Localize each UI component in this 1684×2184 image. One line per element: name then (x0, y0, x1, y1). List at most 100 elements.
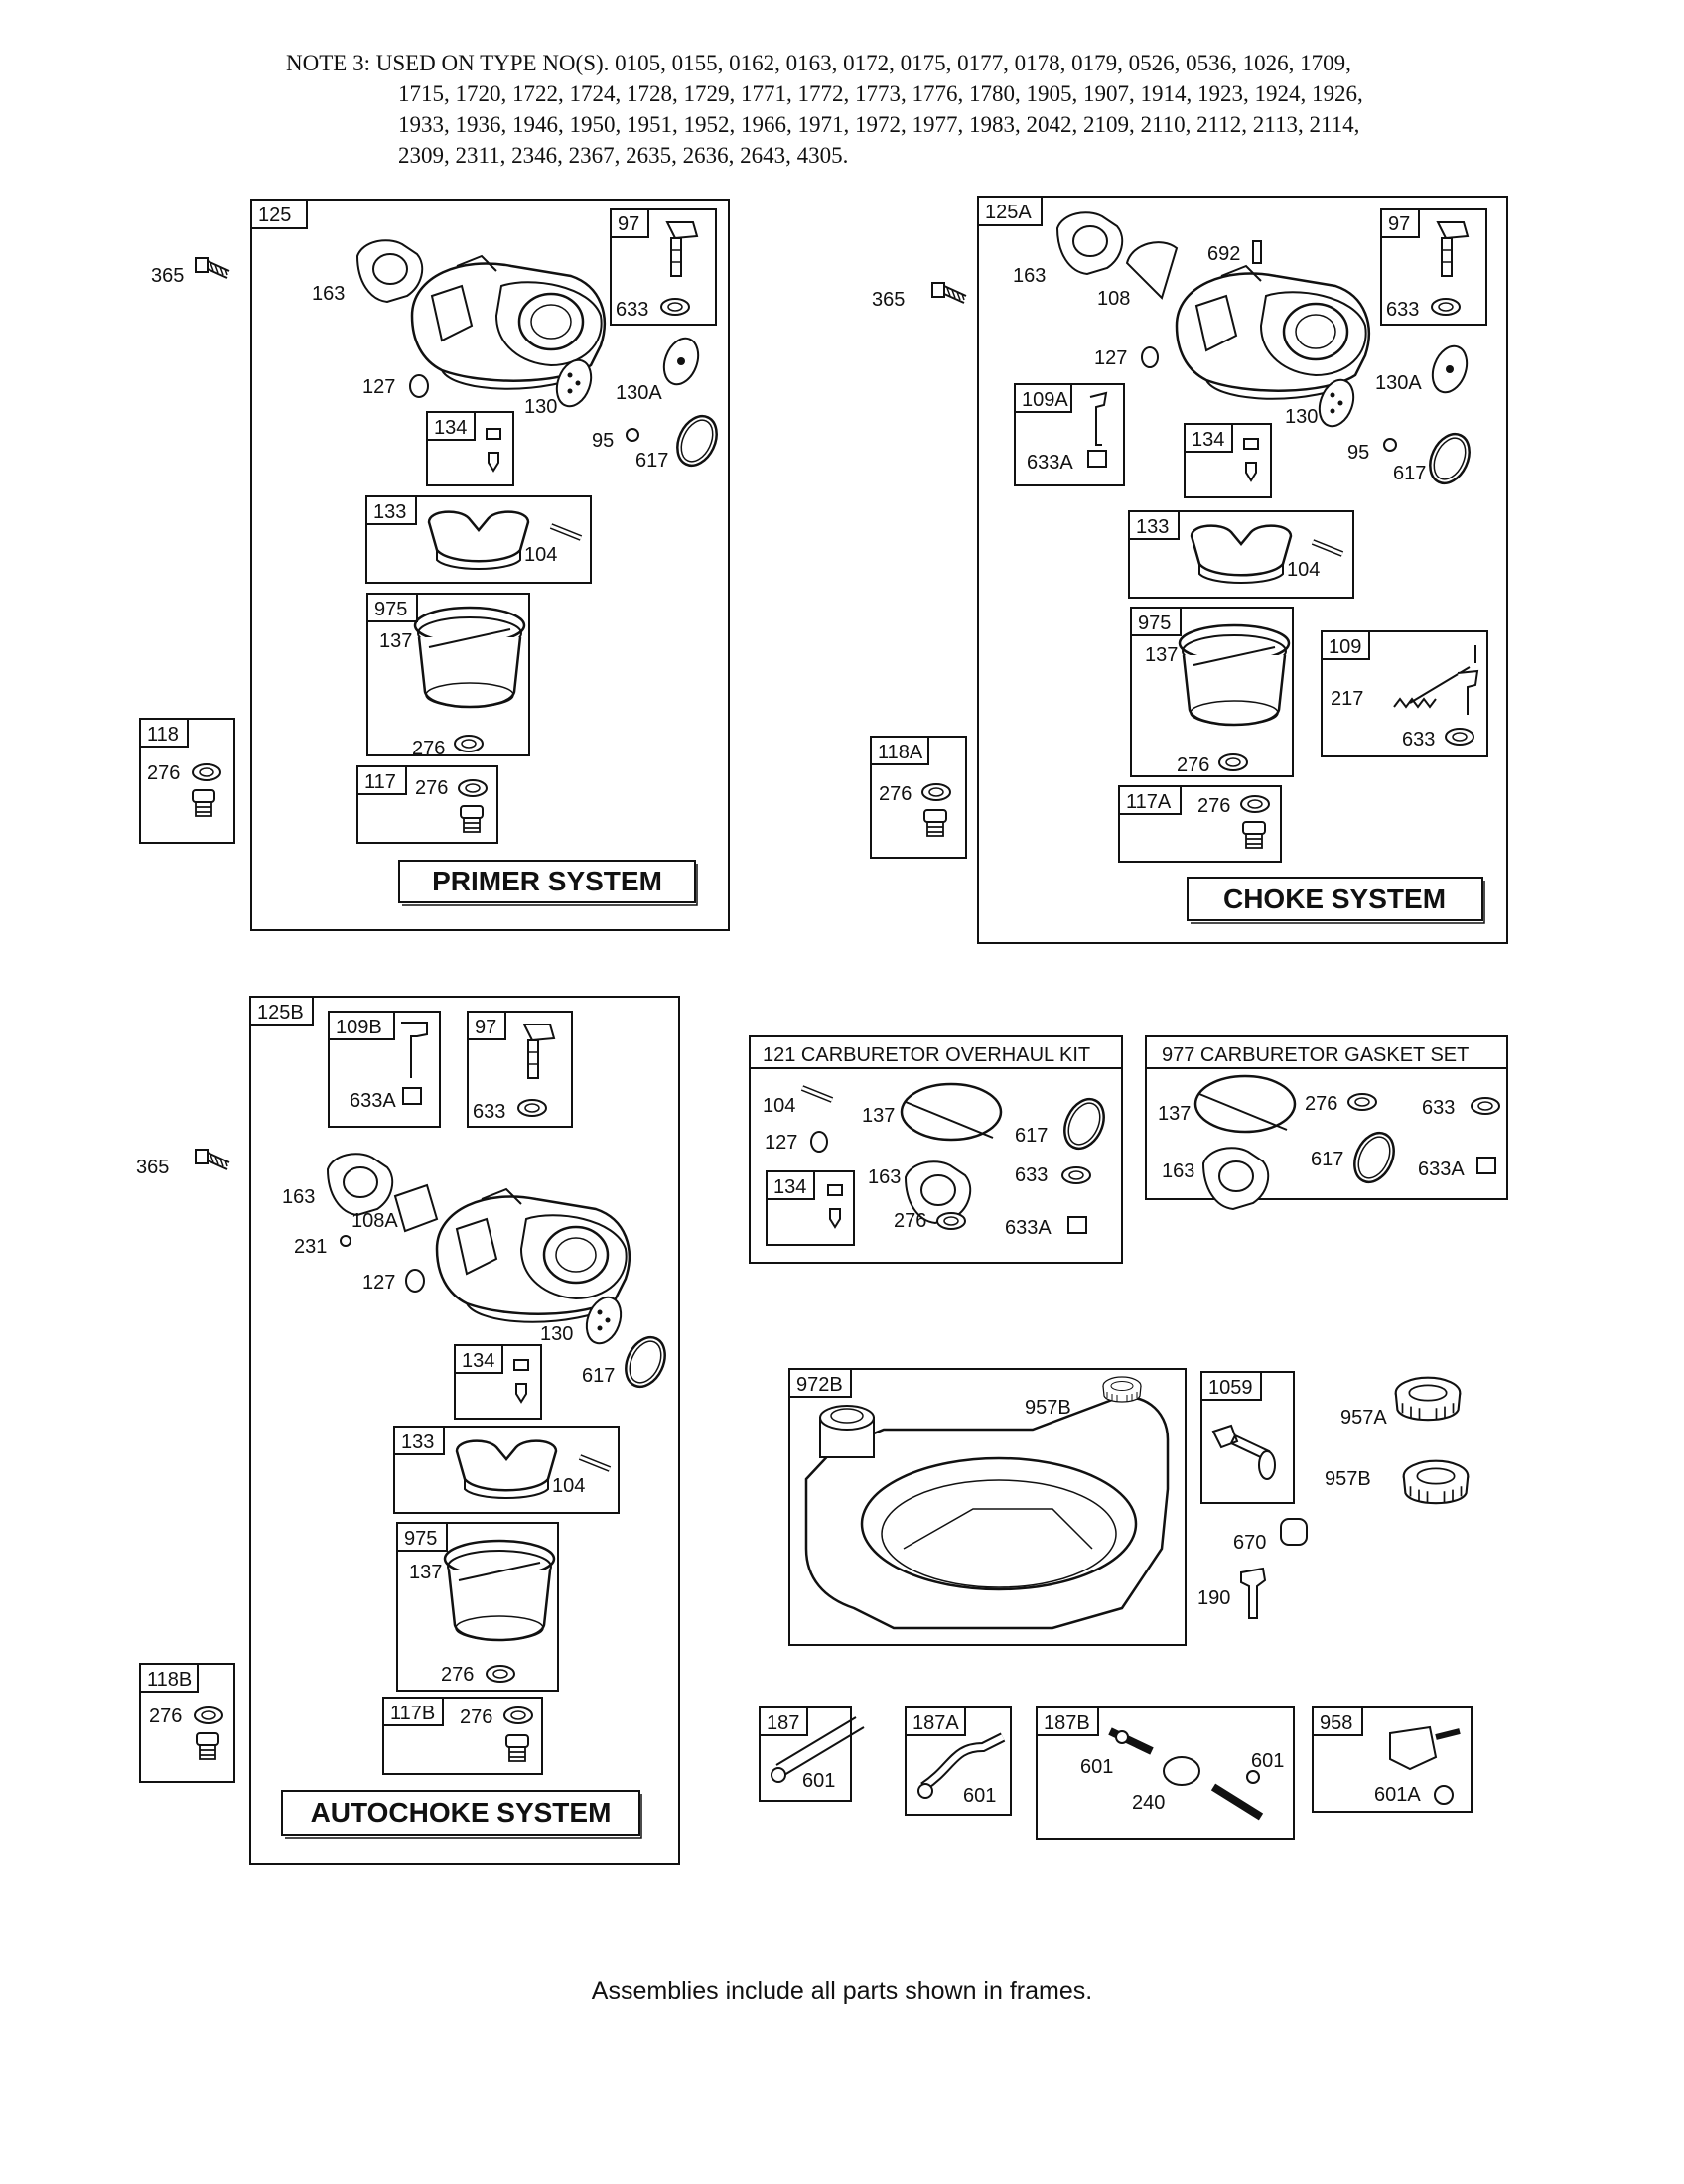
gasket-ring-icon (1193, 1074, 1297, 1134)
carburetor-icon (1175, 264, 1370, 400)
frame-label: 133 (401, 1432, 434, 1453)
disc-icon (656, 332, 706, 391)
frame-125A-choke-system: 125A 365 163 108 692 127 130 130A 95 617… (872, 196, 1508, 944)
fuel-cap-icon (1402, 1459, 1470, 1505)
frame-label: 118 (147, 724, 179, 746)
callout-label: 137 (862, 1105, 895, 1127)
pin-icon (802, 1088, 832, 1100)
seal-icon (1087, 450, 1107, 468)
frame-label: 1059 (1208, 1377, 1253, 1399)
frame-label: 109B (336, 1017, 382, 1038)
frame-118: 118 276 (139, 718, 235, 844)
clamp-icon (771, 1767, 786, 1783)
plug-icon (810, 1131, 828, 1153)
bowl-nut-icon (505, 1734, 529, 1762)
callout-label: 276 (147, 762, 180, 784)
washer-icon (1431, 298, 1461, 316)
screw-icon (626, 428, 639, 442)
frame-958: 958 601A (1312, 1706, 1473, 1813)
fuel-cap-icon (1102, 1376, 1142, 1403)
callout-label: 617 (1311, 1149, 1343, 1170)
callout-label: 127 (765, 1132, 797, 1154)
callout-label: 108A (351, 1210, 398, 1232)
callout-label: 108 (1097, 288, 1130, 310)
clamp-icon (1434, 1785, 1454, 1805)
washer-icon (1218, 753, 1248, 771)
callout-label: 130 (540, 1323, 573, 1345)
callout-label: 957B (1025, 1397, 1071, 1419)
bushing-icon (1280, 1518, 1308, 1546)
seal-icon (1476, 1157, 1496, 1174)
frame-label: 97 (1388, 213, 1410, 235)
float-icon (1190, 524, 1293, 585)
callout-label: 137 (1145, 644, 1178, 666)
frame-label: 97 (618, 213, 639, 235)
callout-label: 633 (1402, 729, 1435, 751)
callout-label: 601A (1374, 1784, 1421, 1806)
callout-label: 957A (1340, 1407, 1387, 1429)
callout-label: 633A (1005, 1217, 1052, 1239)
choke-shaft-icon (1457, 669, 1479, 715)
frame-label: 118B (147, 1669, 192, 1691)
washer-icon (458, 779, 488, 797)
callout-label: 617 (582, 1365, 615, 1387)
fuel-cap-icon (1394, 1376, 1462, 1422)
frame-label: 975 (404, 1528, 437, 1550)
frame-label: 134 (773, 1176, 806, 1198)
callout-label: 957B (1325, 1468, 1371, 1490)
oring-icon (1345, 1125, 1403, 1190)
seal-icon (402, 1087, 422, 1105)
frame-label: 118A (878, 742, 923, 763)
fuel-line-icon (775, 1716, 865, 1776)
valve-icon (1437, 221, 1469, 277)
callout-label: 276 (441, 1664, 474, 1686)
callout-label: 276 (879, 783, 912, 805)
assemblies-footnote: Assemblies include all parts shown in fr… (591, 1978, 1093, 2005)
callout-label: 163 (282, 1186, 315, 1208)
callout-label: 276 (415, 777, 448, 799)
frame-label: 187B (1044, 1712, 1090, 1734)
frame-label: 97 (475, 1017, 496, 1038)
frame-125B-autochoke-system: 125B 365 109B 633A 97 633 163 108A 231 1… (136, 996, 680, 1865)
washer-icon (936, 1212, 966, 1230)
frame-118B: 118B 276 (139, 1663, 235, 1783)
frame-label: 972B (796, 1374, 843, 1396)
washer-icon (1471, 1097, 1500, 1115)
callout-label: 276 (894, 1210, 926, 1232)
washer-icon (1347, 1093, 1377, 1111)
pin-icon (1313, 542, 1342, 554)
frame-972B-fuel-tank: 972B 957B (788, 1368, 1187, 1646)
frame-label: 134 (462, 1350, 494, 1372)
callout-label: 127 (362, 376, 395, 398)
plug-icon (1141, 346, 1159, 368)
washer-icon (1258, 1450, 1276, 1480)
oring-icon (1055, 1091, 1113, 1157)
washer-icon (921, 783, 951, 801)
frame-label: 117 (364, 771, 396, 793)
callout-label: 127 (362, 1272, 395, 1294)
float-icon (427, 510, 530, 571)
callout-label: 617 (635, 450, 668, 472)
frame-118A: 118A 276 (870, 736, 967, 859)
clamp-icon (917, 1783, 933, 1799)
bolt-icon (195, 1149, 230, 1170)
callout-label: 137 (1158, 1103, 1191, 1125)
fuel-filter-icon (1163, 1756, 1200, 1786)
callout-label: 633A (350, 1090, 396, 1112)
callout-label: 601 (1080, 1756, 1113, 1778)
valve-icon (666, 221, 698, 277)
frame-label: 133 (1136, 516, 1169, 538)
callout-label: 276 (1305, 1093, 1337, 1115)
needle-valve-icon (486, 428, 501, 472)
bowl-nut-icon (196, 1732, 219, 1760)
gasket-icon (1056, 211, 1124, 275)
note-line: NOTE 3: USED ON TYPE NO(S). 0105, 0155, … (286, 51, 1351, 75)
frame-121-carburetor-overhaul-kit: 121 CARBURETOR OVERHAUL KIT 104 127 137 … (749, 1035, 1123, 1264)
note-line: 1715, 1720, 1722, 1724, 1728, 1729, 1771… (398, 81, 1363, 106)
bowl-nut-icon (460, 805, 484, 833)
screw-icon (1383, 438, 1397, 452)
frame-label: 109 (1329, 636, 1361, 658)
callout-label: 617 (1015, 1125, 1048, 1147)
frame-label: 134 (434, 417, 467, 439)
